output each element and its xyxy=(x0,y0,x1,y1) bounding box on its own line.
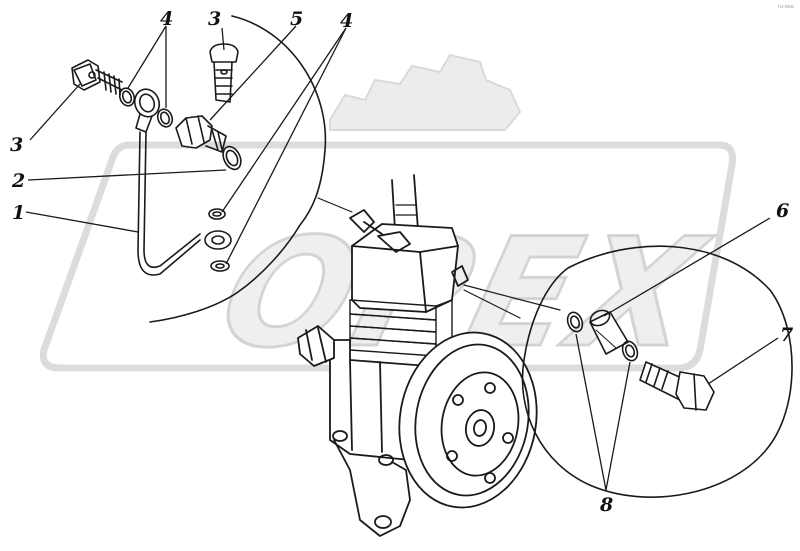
callout-4-top-right: 4 xyxy=(340,10,354,32)
leader-1 xyxy=(25,211,139,233)
adapter-fitting xyxy=(175,115,227,153)
bolt-7 xyxy=(639,361,715,411)
leader-8a xyxy=(575,333,607,491)
callout-3-left: 3 xyxy=(10,134,24,156)
washer-2 xyxy=(222,145,242,171)
watermark-frame xyxy=(39,141,736,372)
detail-connector-left xyxy=(317,197,353,213)
left-detail-view xyxy=(71,15,327,323)
callout-1: 1 xyxy=(12,202,26,224)
right-detail-view xyxy=(317,197,793,498)
spacer-6 xyxy=(589,309,629,355)
leader-4a xyxy=(127,25,167,89)
washer-8b xyxy=(621,340,639,362)
banjo-bolt-left xyxy=(71,59,123,96)
callout-6: 6 xyxy=(776,200,790,222)
supply-hose xyxy=(391,174,419,231)
washer-4b xyxy=(156,108,174,128)
leader-4d xyxy=(225,27,347,265)
leader-4c xyxy=(221,27,347,213)
left-union-fitting xyxy=(297,325,335,367)
mounting-bracket xyxy=(333,439,411,537)
banjo-fitting-top xyxy=(133,88,161,133)
leader-3-top xyxy=(221,27,225,51)
banjo-bolt-top xyxy=(209,43,239,103)
compressor-assembly xyxy=(297,174,538,537)
left-detail-circle-arc xyxy=(149,15,327,323)
detail-connector-lower xyxy=(463,289,521,319)
washer-4a xyxy=(118,87,136,107)
callout-2: 2 xyxy=(12,170,26,192)
pipe-1 xyxy=(137,131,201,276)
leader-6 xyxy=(603,217,771,317)
leader-lines xyxy=(25,25,779,491)
watermark-gear xyxy=(329,53,522,131)
callout-3-top: 3 xyxy=(208,8,222,30)
callout-4-top-left: 4 xyxy=(160,8,174,30)
banjo-fitting-bottom xyxy=(204,208,232,272)
leader-3-left xyxy=(29,83,81,141)
callout-7: 7 xyxy=(780,324,794,346)
leader-2 xyxy=(27,169,227,181)
head-outlet-fitting xyxy=(451,265,469,287)
right-detail-circle xyxy=(521,245,793,498)
corner-tag: ru-ooo xyxy=(777,4,794,10)
leader-5 xyxy=(209,25,297,121)
washer-8a xyxy=(566,311,584,333)
detail-connector-upper xyxy=(463,284,561,311)
leader-7 xyxy=(707,337,779,385)
head-inlet-fitting xyxy=(349,209,383,235)
callout-8: 8 xyxy=(600,494,614,516)
leader-8b xyxy=(605,361,631,491)
callout-5: 5 xyxy=(290,8,304,30)
